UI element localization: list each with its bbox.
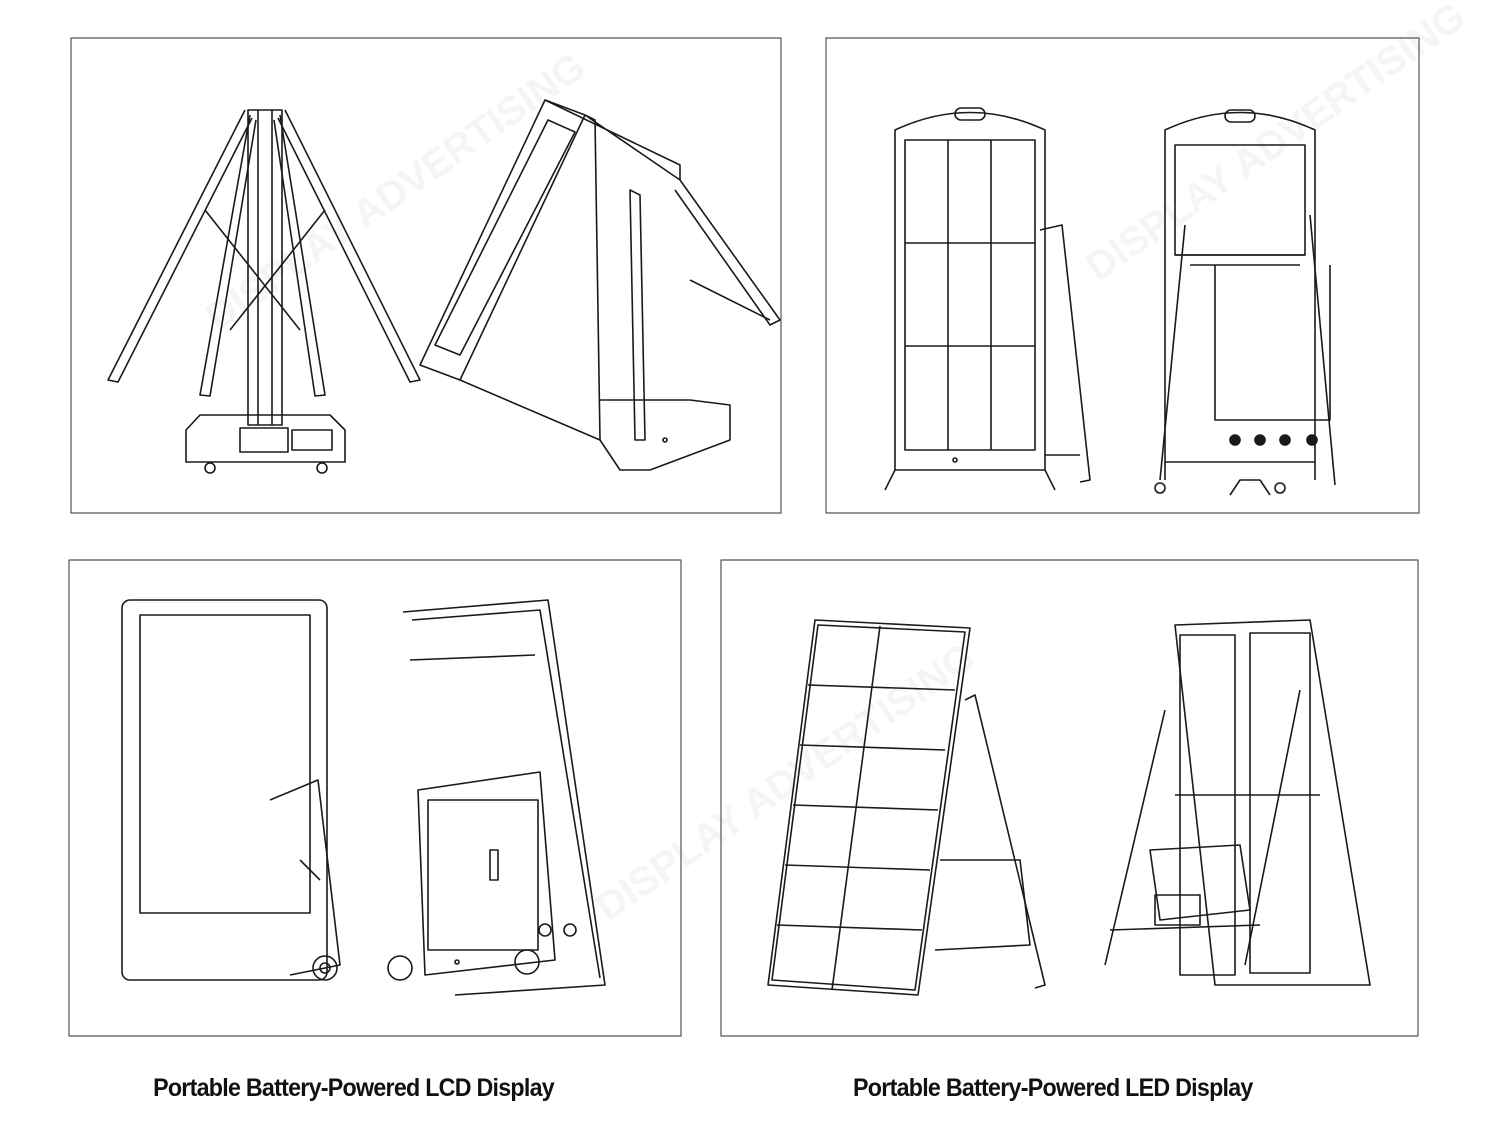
panel-frame-aframe: [825, 37, 1420, 514]
led-aboard-front-drawing: [767, 619, 1046, 996]
panel-frame-led: [720, 559, 1419, 1037]
led-aboard-back-drawing: [1104, 619, 1371, 986]
panel-frame-tripod: [70, 37, 782, 514]
double-sided-aframe-drawing: [419, 99, 781, 471]
aframe-led-front-drawing: [884, 107, 1091, 491]
aframe-led-back-drawing: [1154, 109, 1336, 496]
led-caption: Portable Battery-Powered LED Display: [853, 1074, 1253, 1102]
lcd-caption: Portable Battery-Powered LCD Display: [153, 1074, 555, 1102]
lcd-front-drawing: [121, 599, 341, 981]
lcd-back-drawing: [387, 599, 606, 996]
panel-frame-lcd: [68, 559, 682, 1037]
tripod-stand-drawing: [107, 109, 421, 474]
